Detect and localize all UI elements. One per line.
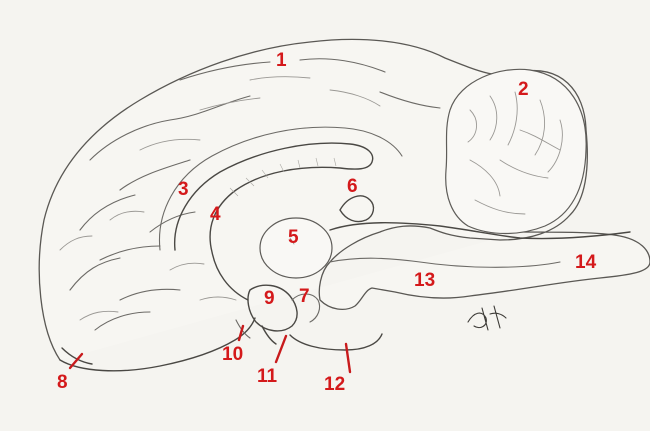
label-1: 1 (276, 51, 287, 70)
artist-signature (468, 306, 506, 330)
label-9: 9 (264, 289, 275, 308)
label-7: 7 (299, 287, 310, 306)
label-6: 6 (347, 177, 358, 196)
label-12: 12 (324, 375, 345, 394)
pituitary-stalk (262, 326, 276, 344)
label-14: 14 (575, 253, 596, 272)
pons-base (290, 334, 382, 350)
pointer-11 (276, 336, 286, 362)
label-8: 8 (57, 373, 68, 392)
label-2: 2 (518, 80, 529, 99)
label-5: 5 (288, 228, 299, 247)
pointer-12 (346, 344, 350, 372)
label-10: 10 (222, 345, 243, 364)
label-4: 4 (210, 205, 221, 224)
label-3: 3 (178, 180, 189, 199)
label-13: 13 (414, 271, 435, 290)
label-11: 11 (257, 367, 277, 386)
